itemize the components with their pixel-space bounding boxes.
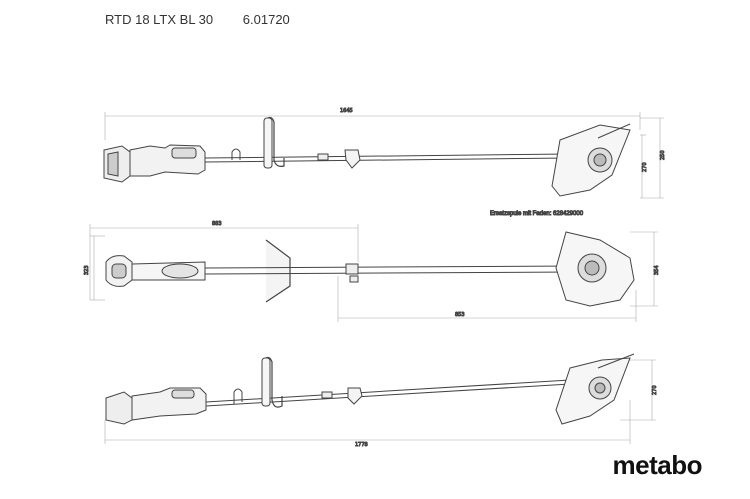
view-top: 1645 250 270 Ersatzspule mi	[103, 108, 667, 218]
dim-top-right	[640, 117, 664, 199]
dim-top-head-label: 270	[642, 162, 648, 172]
dim-plan-shaft	[337, 276, 637, 322]
model-name: RTD 18 LTX BL 30	[105, 12, 214, 27]
header: RTD 18 LTX BL 30 6.01720	[105, 12, 316, 27]
dim-plan-head	[630, 231, 658, 307]
dim-plan-rear-label: 323	[84, 265, 90, 275]
dim-top-length	[104, 112, 641, 140]
spare-spool-note: Ersatzspule mit Faden: 628429000	[490, 211, 584, 217]
dim-plan-handle	[89, 224, 359, 300]
bow-handle	[267, 116, 285, 167]
dim-plan-handle-label: 883	[212, 221, 222, 227]
article-number: 6.01720	[242, 12, 290, 27]
dim-bottom-length-label: 1778	[355, 442, 368, 448]
metabo-logo: metabo	[612, 450, 703, 480]
dim-bottom-head-label: 270	[652, 385, 658, 395]
dim-bottom-length	[104, 400, 631, 444]
view-plan: 883 323 354 853	[84, 221, 661, 322]
dim-top-height-label: 250	[660, 150, 666, 160]
dim-plan-rear	[90, 235, 105, 301]
view-bottom: 1778 270	[104, 353, 659, 449]
bow-handle-plan	[265, 239, 291, 303]
dim-plan-shaft-label: 853	[455, 312, 465, 318]
battery-icon-bottom	[105, 391, 133, 425]
dim-top-length-label: 1645	[340, 108, 353, 114]
dim-plan-head-label: 354	[654, 265, 660, 275]
